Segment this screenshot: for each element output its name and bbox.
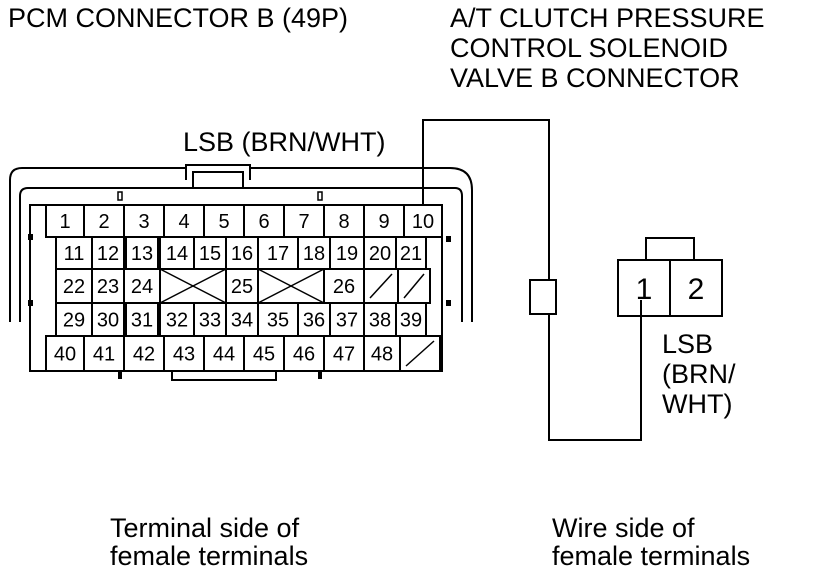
- unused-terminal-slash: [403, 273, 425, 299]
- solenoid-pin-2: 2: [688, 273, 705, 306]
- pcm-terminal-number: 43: [173, 344, 195, 366]
- pcm-terminal-number: 48: [371, 344, 393, 366]
- pcm-bottom-tab: [171, 371, 277, 381]
- unused-terminal-cross: [257, 268, 325, 304]
- terminal-side-caption-line1: Terminal side of: [110, 513, 300, 543]
- unused-terminal-slash: [405, 340, 435, 367]
- pcm-terminal-number: 15: [199, 243, 221, 265]
- pcm-terminal-cell: [399, 335, 441, 372]
- pcm-latch: [192, 171, 244, 189]
- pcm-terminal-number: 38: [369, 310, 391, 332]
- pcm-terminal-number: 29: [63, 310, 85, 332]
- pcm-terminal-number: 10: [412, 211, 434, 233]
- pcm-terminal-number: 31: [131, 310, 153, 332]
- pcm-terminal-number: 47: [333, 344, 355, 366]
- pcm-terminal-number: 3: [138, 211, 149, 233]
- solenoid-connector-title-line3: VALVE B CONNECTOR: [450, 63, 740, 93]
- pcm-terminal-number: 4: [178, 211, 189, 233]
- pcm-terminal-number: 12: [97, 243, 119, 265]
- pcm-terminal-number: 35: [267, 310, 289, 332]
- pcm-terminal-number: 19: [336, 243, 358, 265]
- pcm-terminal-number: 1: [59, 211, 70, 233]
- pcm-connector-shell-outer: [9, 164, 473, 322]
- pcm-terminal-number: 26: [333, 276, 355, 298]
- lsb-wire-label: LSB (BRN/WHT): [183, 127, 386, 157]
- wire-break-marker: [529, 279, 557, 315]
- pcm-terminal-number: 39: [400, 310, 422, 332]
- pcm-terminal-number: 44: [213, 344, 235, 366]
- pcm-terminal-number: 20: [369, 243, 391, 265]
- lsb-label-line1: LSB: [662, 329, 714, 359]
- pcm-terminal-number: 7: [298, 211, 309, 233]
- pcm-terminal-number: 30: [97, 310, 119, 332]
- lsb-label-line2: (BRN/: [662, 359, 736, 389]
- pcm-terminal-number: 21: [400, 243, 422, 265]
- terminal-side-caption-line2: female terminals: [110, 541, 309, 571]
- solenoid-connector-latch: [645, 237, 695, 261]
- pcm-terminal-number: 8: [338, 211, 349, 233]
- lsb-label-line3: WHT): [662, 389, 733, 419]
- pcm-terminal-number: 42: [133, 344, 155, 366]
- pcm-terminal-number: 14: [166, 243, 188, 265]
- pcm-terminal-number: 13: [131, 243, 153, 265]
- solenoid-connector-title-line1: A/T CLUTCH PRESSURE: [450, 3, 765, 33]
- solenoid-connector-title-line2: CONTROL SOLENOID: [450, 33, 729, 63]
- pcm-terminal-number: 6: [258, 211, 269, 233]
- solenoid-pin-1: 1: [636, 273, 653, 306]
- pcm-terminal-number: 18: [303, 243, 325, 265]
- pcm-terminal-number: 5: [218, 211, 229, 233]
- pcm-terminal-number: 25: [231, 276, 253, 298]
- pcm-terminal-number: 33: [199, 310, 221, 332]
- unused-terminal-slash: [369, 273, 393, 299]
- unused-terminal-cross: [159, 268, 227, 304]
- pcm-terminal-number: 23: [97, 276, 119, 298]
- pcm-connector-title: PCM CONNECTOR B (49P): [8, 3, 349, 33]
- pcm-terminal-number: 22: [63, 276, 85, 298]
- pcm-terminal-number: 11: [64, 243, 85, 265]
- pcm-terminal-number: 41: [93, 344, 115, 366]
- pcm-terminal-number: 40: [54, 344, 76, 366]
- pcm-terminal-number: 36: [303, 310, 325, 332]
- pcm-terminal-number: 9: [378, 211, 389, 233]
- pcm-terminal-number: 37: [336, 310, 358, 332]
- pcm-terminal-number: 16: [231, 243, 253, 265]
- pcm-terminal-number: 2: [98, 211, 109, 233]
- wire-side-caption-line1: Wire side of: [552, 513, 695, 543]
- pcm-terminal-number: 32: [166, 310, 188, 332]
- pcm-terminal-number: 46: [293, 344, 315, 366]
- pcm-terminal-number: 45: [253, 344, 275, 366]
- pcm-terminal-number: 17: [267, 243, 289, 265]
- pcm-terminal-number: 24: [131, 276, 153, 298]
- wire-side-caption-line2: female terminals: [552, 541, 751, 571]
- pcm-terminal-number: 34: [231, 310, 253, 332]
